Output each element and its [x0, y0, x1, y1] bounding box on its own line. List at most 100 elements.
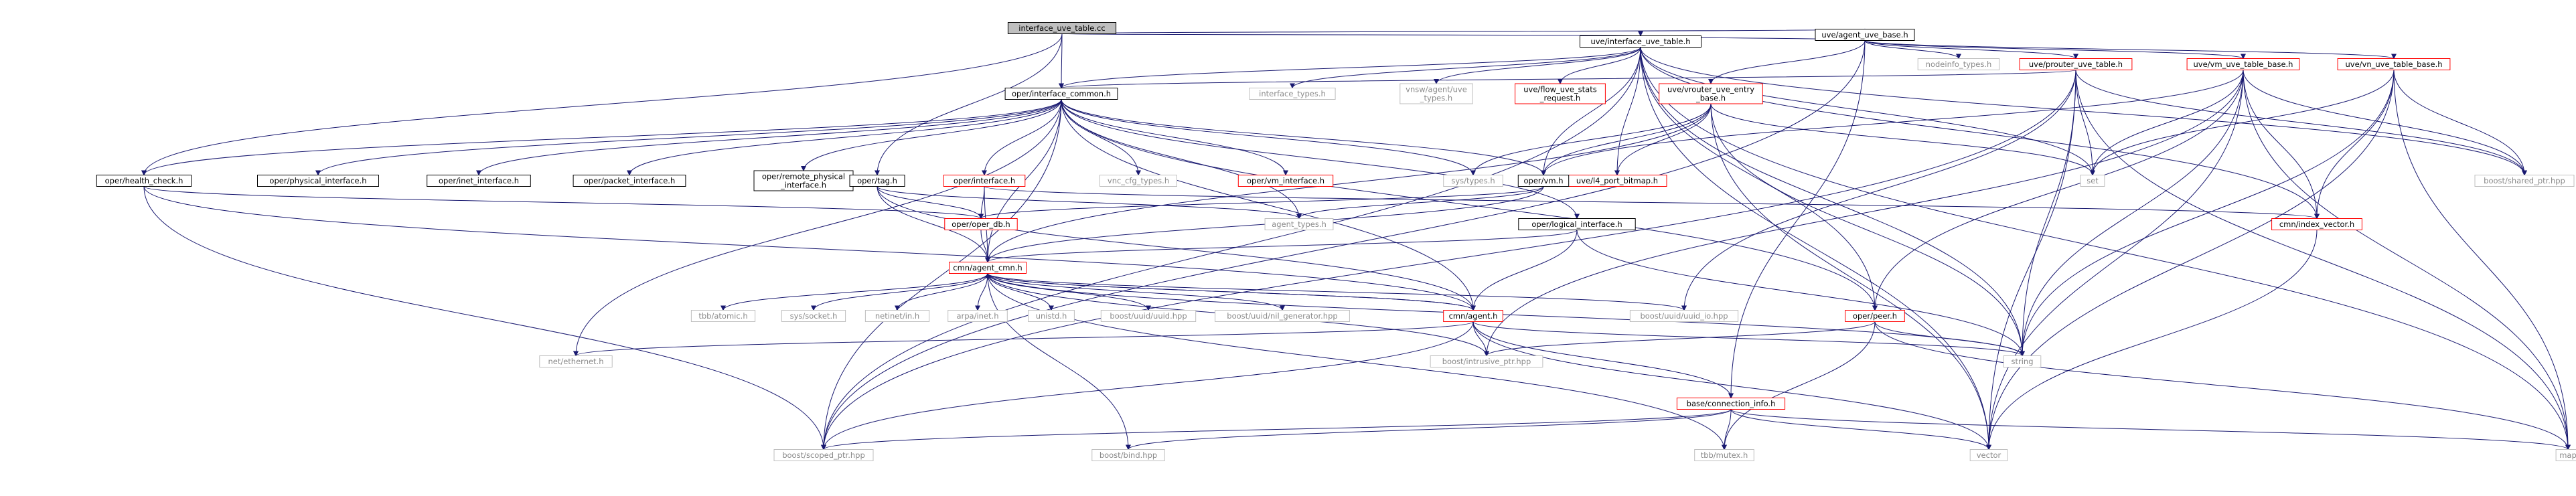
edge-iface-uve-table-h-to-l4-port-bitmap	[1614, 47, 1641, 176]
graph-node-oper-iface-common[interactable]: oper/interface_common.h	[1004, 88, 1118, 100]
graph-node-vnc-cfg[interactable]: vnc_cfg_types.h	[1100, 175, 1177, 187]
graph-node-inet-iface[interactable]: oper/inet_interface.h	[427, 175, 531, 187]
graph-node-tbb-mutex[interactable]: tbb/mutex.h	[1694, 449, 1754, 461]
node-label: agent_types.h	[1272, 220, 1327, 229]
edge-oper-tag-to-oper-db	[877, 186, 984, 220]
node-label: uve/l4_port_bitmap.h	[1576, 176, 1658, 185]
node-label: oper/vm_interface.h	[1247, 176, 1324, 185]
edge-iface-uve-table-h-to-iface-types	[1290, 47, 1641, 89]
graph-node-tbb-atomic[interactable]: tbb/atomic.h	[690, 310, 756, 322]
graph-node-shared-ptr[interactable]: boost/shared_ptr.hpp	[2474, 175, 2575, 187]
graph-node-string[interactable]: string	[2003, 355, 2042, 367]
graph-node-vm-uve-base[interactable]: uve/vm_uve_table_base.h	[2186, 58, 2300, 70]
edge-vm-uve-base-to-map	[2243, 70, 2571, 450]
edge-oper-tag-to-agent-cmn	[877, 186, 990, 263]
graph-node-set[interactable]: set	[2080, 175, 2105, 187]
graph-node-uuid-hpp[interactable]: boost/uuid/uuid.hpp	[1100, 310, 1197, 322]
graph-node-nil-gen[interactable]: boost/uuid/nil_generator.hpp	[1215, 310, 1350, 322]
graph-node-oper-vm[interactable]: oper/vm.h	[1517, 175, 1570, 187]
node-label: boost/uuid/nil_generator.hpp	[1227, 311, 1337, 321]
edge-oper-peer-to-tbb-mutex	[1722, 321, 1876, 450]
edge-agent-cmn-to-tbb-mutex	[987, 273, 1727, 450]
graph-node-vnsw-agent-uve[interactable]: vnsw/agent/uve_types.h	[1399, 83, 1473, 104]
edge-health-check-to-oper-db	[143, 186, 984, 220]
graph-node-scoped-ptr[interactable]: boost/scoped_ptr.hpp	[773, 449, 874, 461]
graph-node-vn-uve-base[interactable]: uve/vn_uve_table_base.h	[2337, 58, 2451, 70]
node-box	[1917, 58, 2000, 70]
edge-vm-uve-base-to-shared-ptr	[2243, 70, 2527, 176]
graph-node-prouter-uve[interactable]: uve/prouter_uve_table.h	[2019, 58, 2133, 70]
graph-node-iface-types[interactable]: interface_types.h	[1249, 88, 1336, 100]
edge-iface-uve-table-h-to-oper-peer	[1640, 47, 1878, 311]
node-box	[1517, 175, 1570, 187]
node-label: boost/shared_ptr.hpp	[2484, 176, 2565, 185]
graph-node-oper-interface[interactable]: oper/interface.h	[943, 175, 1026, 187]
edge-oper-peer-to-intrusive-ptr	[1484, 321, 1876, 357]
edge-oper-iface-common-to-logical-iface	[1061, 99, 1580, 220]
edge-oper-tag-to-agent-types	[877, 186, 1302, 220]
node-label: boost/scoped_ptr.hpp	[782, 450, 865, 460]
edge-iface-uve-table-h-to-vnsw-agent-uve	[1434, 47, 1641, 84]
graph-node-iface-uve-table-h[interactable]: uve/interface_uve_table.h	[1580, 35, 1701, 48]
graph-node-map[interactable]: map	[2555, 449, 2576, 461]
graph-node-l4-port-bitmap[interactable]: uve/l4_port_bitmap.h	[1567, 175, 1667, 187]
graph-node-index-vector[interactable]: cmn/index_vector.h	[2271, 218, 2362, 230]
graph-node-logical-iface[interactable]: oper/logical_interface.h	[1518, 218, 1636, 230]
node-box	[1399, 83, 1473, 104]
graph-node-intrusive-ptr[interactable]: boost/intrusive_ptr.hpp	[1430, 355, 1543, 367]
node-box	[427, 175, 531, 187]
graph-node-health-check[interactable]: oper/health_check.h	[96, 175, 192, 187]
edge-vm-uve-base-to-string	[2020, 70, 2244, 357]
graph-node-bind[interactable]: boost/bind.hpp	[1091, 449, 1165, 461]
node-label: oper/inet_interface.h	[439, 176, 519, 185]
node-box	[949, 262, 1027, 274]
graph-node-remote-physical[interactable]: oper/remote_physical_interface.h	[753, 170, 854, 191]
graph-node-arpa-inet[interactable]: arpa/inet.h	[948, 310, 1008, 322]
node-label: oper/vm.h	[1524, 176, 1564, 185]
node-label: oper/physical_interface.h	[269, 176, 366, 185]
node-box	[1629, 310, 1739, 322]
graph-node-vm-interface[interactable]: oper/vm_interface.h	[1237, 175, 1334, 187]
node-box	[2003, 355, 2042, 367]
graph-node-agent-types[interactable]: agent_types.h	[1264, 218, 1334, 230]
graph-node-net-ethernet[interactable]: net/ethernet.h	[539, 355, 613, 367]
graph-node-agent-uve-base[interactable]: uve/agent_uve_base.h	[1815, 29, 1915, 41]
edge-prouter-uve-to-scoped-ptr	[821, 70, 2076, 450]
edge-oper-iface-common-to-vm-interface	[1061, 99, 1288, 176]
graph-node-root[interactable]: interface_uve_table.cc	[1007, 22, 1117, 34]
node-label: netinet/in.h	[875, 311, 919, 321]
graph-node-cmn-agent[interactable]: cmn/agent.h	[1443, 310, 1503, 322]
graph-node-oper-tag[interactable]: oper/tag.h	[849, 175, 905, 187]
edge-agent-cmn-to-uuid-hpp	[987, 273, 1151, 311]
graph-node-packet-iface[interactable]: oper/packet_interface.h	[573, 175, 686, 187]
graph-node-conn-info[interactable]: base/connection_info.h	[1676, 398, 1786, 410]
node-label: uve/vrouter_uve_entry	[1667, 85, 1754, 94]
graph-node-oper-db[interactable]: oper/oper_db.h	[944, 218, 1018, 230]
graph-node-netinet-in[interactable]: netinet/in.h	[864, 310, 930, 322]
graph-node-vector[interactable]: vector	[1969, 449, 2008, 461]
node-box	[1100, 310, 1197, 322]
graph-node-uuid-io[interactable]: boost/uuid/uuid_io.hpp	[1629, 310, 1739, 322]
edge-prouter-uve-to-vector	[1986, 70, 2076, 450]
graph-node-agent-cmn[interactable]: cmn/agent_cmn.h	[949, 262, 1027, 274]
edge-health-check-to-scoped-ptr	[143, 186, 826, 450]
graph-node-flow-uve-stats[interactable]: uve/flow_uve_stats_request.h	[1515, 83, 1606, 104]
node-box	[2555, 449, 2576, 461]
graph-node-nodeinfo[interactable]: nodeinfo_types.h	[1917, 58, 2000, 70]
node-box	[753, 170, 854, 191]
graph-node-unistd[interactable]: unistd.h	[1028, 310, 1075, 322]
node-box	[943, 175, 1026, 187]
edge-oper-iface-common-to-oper-vm	[1061, 99, 1546, 176]
edge-conn-info-to-map	[1730, 409, 2571, 450]
graph-node-vrouter-uve-entry[interactable]: uve/vrouter_uve_entry_base.h	[1659, 83, 1763, 104]
node-box	[948, 310, 1008, 322]
graph-node-sys-types[interactable]: sys/types.h	[1443, 175, 1503, 187]
graph-node-sys-socket[interactable]: sys/socket.h	[781, 310, 846, 322]
graph-node-physical-iface[interactable]: oper/physical_interface.h	[257, 175, 379, 187]
edge-oper-iface-common-to-health-check	[141, 99, 1062, 176]
graph-node-oper-peer[interactable]: oper/peer.h	[1845, 310, 1905, 322]
node-box	[1515, 83, 1606, 104]
node-box	[781, 310, 846, 322]
node-label: oper/tag.h	[857, 176, 897, 185]
edge-vrouter-uve-entry-to-l4-port-bitmap	[1614, 103, 1712, 176]
